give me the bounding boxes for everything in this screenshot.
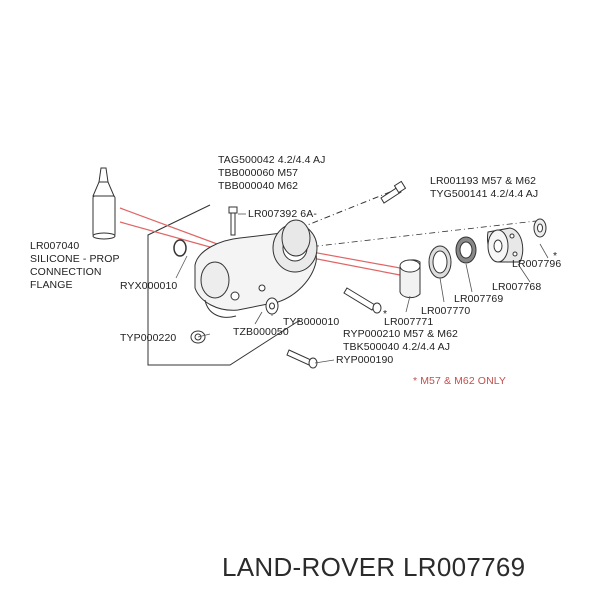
label-ryp000190: RYP000190 <box>336 354 394 366</box>
label-lr001193: LR001193 M57 & M62 <box>430 175 537 187</box>
sleeve-drawing <box>399 259 421 299</box>
seal-drawing <box>455 236 477 264</box>
red-leader-1 <box>119 207 229 249</box>
assembly-frame <box>147 204 301 366</box>
o-ring-drawing <box>173 239 187 257</box>
label-lr007771: LR007771 <box>384 316 434 328</box>
fill-plug-drawing <box>265 297 279 315</box>
axis-line-2 <box>299 219 546 249</box>
label-lr007040: LR007040 <box>30 240 80 252</box>
label-lr007796: LR007796 <box>512 258 562 270</box>
label-silicone: SILICONE - PROP <box>30 253 120 265</box>
label-tbk500040: TBK500040 4.2/4.4 AJ <box>343 341 451 353</box>
brand-part-number: LAND-ROVER LR007769 <box>222 552 526 582</box>
asterisk-lr007771: * <box>383 308 388 320</box>
stud-bolt-drawing <box>380 180 407 204</box>
top-bolt-drawing <box>228 206 238 236</box>
label-lr007392: LR007392 6A- <box>248 208 317 220</box>
label-ryp000210: RYP000210 M57 & M62 <box>343 328 458 340</box>
label-tbb000040: TBB000040 M62 <box>218 180 299 192</box>
leader-lines <box>175 213 549 364</box>
asterisk-lr007796: * <box>553 250 558 262</box>
note-m57-m62-only: * M57 & M62 ONLY <box>413 375 507 387</box>
label-connection: CONNECTION <box>30 266 102 278</box>
label-lr007768: LR007768 <box>492 281 542 293</box>
label-tzb000050: TZB000050 <box>233 326 289 338</box>
red-leader-3 <box>311 251 401 269</box>
label-tyb000010: TYB000010 <box>283 316 340 328</box>
label-lr007769: LR007769 <box>454 293 504 305</box>
red-leader-4 <box>311 257 401 276</box>
long-bolt-drawing <box>343 287 382 314</box>
washer-drawing <box>533 218 547 238</box>
label-flange: FLANGE <box>30 279 73 291</box>
lower-bolt-drawing <box>286 349 318 369</box>
label-ryx000010: RYX000010 <box>120 280 178 292</box>
label-tbb000060: TBB000060 M57 <box>218 167 299 179</box>
label-lr007770: LR007770 <box>421 305 471 317</box>
label-tag500042: TAG500042 4.2/4.4 AJ <box>218 154 326 166</box>
label-typ000220: TYP000220 <box>120 332 177 344</box>
silicone-tube-drawing <box>92 167 116 240</box>
output-flange-drawing <box>487 227 524 263</box>
bearing-drawing <box>428 245 452 279</box>
input-flange-drawing <box>281 219 311 257</box>
label-tyg500141: TYG500141 4.2/4.4 AJ <box>430 188 539 200</box>
